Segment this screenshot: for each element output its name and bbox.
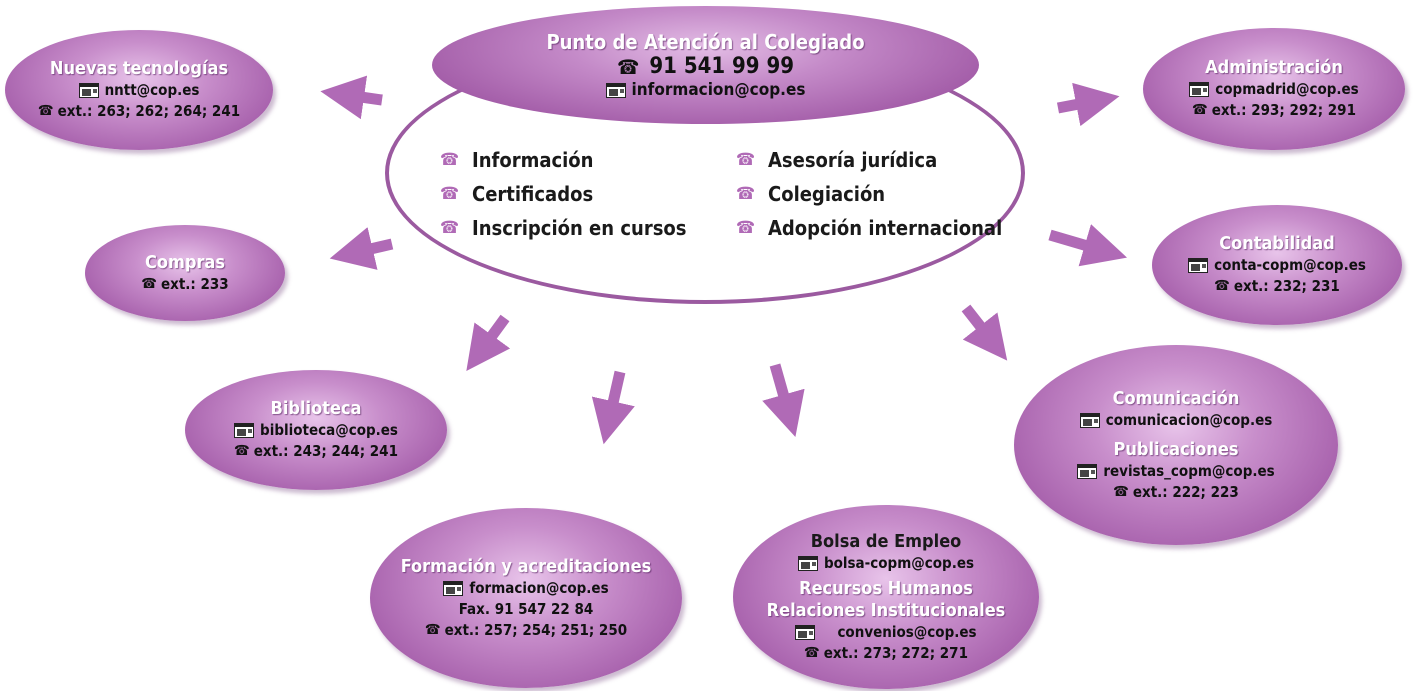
node-formacion: Formación y acreditaciones formacion@cop…: [370, 508, 682, 688]
telephone-icon: ☎: [1192, 102, 1208, 118]
node-title-2: Recursos Humanos: [799, 577, 973, 599]
node-ext: ☎ext.: 273; 272; 271: [804, 643, 968, 662]
node-title: Contabilidad: [1219, 233, 1335, 254]
node-title: Bolsa de Empleo: [810, 530, 962, 552]
node-ext: ☎ext.: 257; 254; 251; 250: [424, 620, 628, 639]
node-email[interactable]: biblioteca@cop.es: [234, 420, 398, 441]
mail-icon: [1188, 258, 1209, 273]
node-title: Administración: [1205, 57, 1343, 78]
node-email[interactable]: bolsa-copm@cop.es: [797, 553, 974, 574]
central-header-bubble: Punto de Atención al Colegiado ☎ 91 541 …: [432, 6, 979, 124]
node-email[interactable]: comunicacion@cop.es: [1079, 410, 1272, 431]
mail-icon: [1189, 82, 1210, 97]
telephone-icon: ☎: [804, 644, 820, 661]
node-ext: ☎ext.: 233: [141, 274, 229, 293]
node-title-3: Relaciones Institucionales: [766, 599, 1006, 621]
node-ext: ☎ext.: 293; 292; 291: [1192, 101, 1356, 119]
node-compras: Compras ☎ext.: 233: [85, 225, 285, 321]
service-item: ☎Colegiación: [736, 182, 886, 206]
node-comunicacion: Comunicación comunicacion@cop.es Publica…: [1014, 345, 1338, 545]
telephone-icon: ☎: [1214, 278, 1230, 294]
node-title: Comunicación: [1112, 387, 1240, 409]
node-bolsa-empleo: Bolsa de Empleo bolsa-copm@cop.es Recurs…: [733, 505, 1039, 689]
service-item: ☎Asesoría jurídica: [736, 148, 938, 172]
central-title: Punto de Atención al Colegiado: [546, 29, 865, 54]
mail-icon: [797, 555, 818, 571]
mail-icon: [605, 82, 626, 98]
telephone-icon: ☎: [736, 150, 756, 170]
node-email-2[interactable]: convenios@cop.es: [795, 622, 977, 643]
node-email-2[interactable]: revistas_copm@cop.es: [1077, 461, 1275, 482]
arrow-to-biblioteca: [466, 314, 511, 371]
node-biblioteca: Biblioteca biblioteca@cop.es ☎ext.: 243;…: [185, 370, 447, 490]
telephone-icon: ☎: [141, 275, 157, 292]
mail-icon: [443, 580, 464, 596]
node-title: Nuevas tecnologías: [49, 58, 229, 79]
mail-icon: [234, 423, 255, 438]
service-item: ☎Inscripción en cursos: [440, 216, 687, 240]
service-item: ☎Adopción internacional: [736, 216, 1003, 240]
node-email[interactable]: nntt@cop.es: [78, 80, 199, 101]
central-phone: ☎ 91 541 99 99: [616, 53, 795, 79]
node-title: Formación y acreditaciones: [400, 555, 652, 577]
arrow-to-contabilidad: [1048, 224, 1128, 267]
node-email[interactable]: copmadrid@cop.es: [1189, 79, 1359, 100]
arrow-to-administracion: [1056, 82, 1120, 127]
telephone-icon: ☎: [424, 621, 441, 638]
arrow-to-compras: [329, 227, 394, 270]
mail-icon: [78, 83, 99, 98]
mail-icon: [1079, 412, 1100, 428]
telephone-icon: ☎: [736, 184, 756, 204]
arrow-to-bolsa: [762, 363, 805, 438]
telephone-icon: ☎: [440, 150, 460, 170]
node-email[interactable]: formacion@cop.es: [443, 578, 609, 599]
node-ext: ☎ext.: 243; 244; 241: [234, 442, 398, 460]
node-contabilidad: Contabilidad conta-copm@cop.es ☎ext.: 23…: [1152, 205, 1402, 325]
arrow-to-nuevas: [320, 75, 383, 120]
telephone-icon: ☎: [440, 218, 460, 238]
node-fax: Fax. 91 547 22 84: [458, 599, 594, 618]
node-title-2: Publicaciones: [1113, 438, 1239, 460]
telephone-icon: ☎: [37, 103, 54, 119]
telephone-icon: ☎: [736, 218, 756, 238]
telephone-icon: ☎: [1113, 483, 1129, 500]
node-email[interactable]: conta-copm@cop.es: [1188, 255, 1366, 276]
node-ext: ☎ext.: 232; 231: [1214, 277, 1340, 295]
mail-icon: [795, 624, 816, 640]
telephone-icon: ☎: [234, 443, 250, 459]
node-title: Compras: [144, 251, 226, 273]
central-email[interactable]: informacion@cop.es: [605, 80, 805, 101]
node-ext: ☎ext.: 222; 223: [1113, 482, 1239, 501]
node-administracion: Administración copmadrid@cop.es ☎ext.: 2…: [1143, 28, 1405, 150]
arrow-to-formacion: [591, 370, 635, 445]
node-nuevas-tecnologias: Nuevas tecnologías nntt@cop.es ☎ext.: 26…: [5, 30, 273, 150]
services-left-list: ☎Información ☎Certificados ☎Inscripción …: [440, 143, 686, 245]
node-ext: ☎ext.: 263; 262; 264; 241: [37, 102, 241, 120]
telephone-icon: ☎: [616, 54, 640, 79]
mail-icon: [1077, 463, 1098, 479]
telephone-icon: ☎: [440, 184, 460, 204]
services-right-list: ☎Asesoría jurídica ☎Colegiación ☎Adopció…: [736, 143, 1002, 245]
arrow-to-comunicacion: [961, 304, 1008, 361]
service-item: ☎Certificados: [440, 182, 594, 206]
service-item: ☎Información: [440, 148, 594, 172]
node-title: Biblioteca: [270, 398, 362, 419]
